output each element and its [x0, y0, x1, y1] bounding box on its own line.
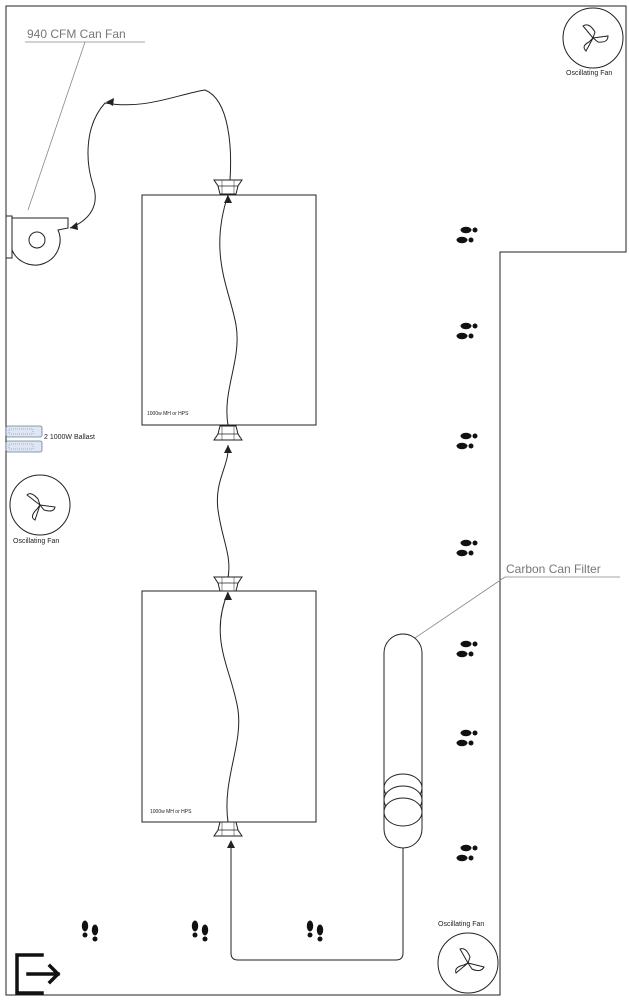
footprints-icon: [456, 844, 478, 862]
duct-arrow-between: [224, 445, 232, 453]
reflector-hood-icon: [213, 821, 243, 837]
footprints-icon: [456, 729, 478, 747]
reflector-hood-icon: [213, 576, 243, 592]
duct-line-between-lights: [216, 444, 230, 579]
light-box-top: [141, 194, 317, 426]
reflector-hood-icon: [213, 179, 243, 195]
callout-line-filter: [411, 576, 506, 641]
duct-arrow-light-bottom: [224, 592, 232, 600]
duct-line-can-fan-to-light-top: [69, 89, 232, 229]
footprints-icon: [456, 640, 478, 658]
reflector-hood-icon: [213, 425, 243, 441]
osc-fan-top-right-label: Oscillating Fan: [566, 70, 613, 77]
callout-line-can-fan: [27, 41, 86, 211]
footprints-icon: [456, 539, 478, 557]
footprints-icon: [191, 920, 209, 942]
duct-arrow-head-top: [106, 98, 114, 106]
fan-blade-icon: [437, 932, 499, 994]
carbon-filter-label: Carbon Can Filter: [506, 562, 601, 576]
exit-arrow-icon: [15, 953, 61, 995]
centrifugal-fan-icon: [5, 215, 69, 266]
carbon-filter-icon: [383, 633, 423, 849]
duct-line-light-top: [219, 194, 238, 426]
fan-blade-icon: [9, 474, 71, 536]
osc-fan-bottom-label: Oscillating Fan: [438, 921, 485, 928]
light-bottom-label: 1000w MH or HPS: [150, 809, 192, 815]
footprints-icon: [456, 432, 478, 450]
footprints-icon: [81, 920, 99, 942]
duct-arrow-light-top: [224, 195, 232, 203]
room-wall-outline: [5, 5, 627, 996]
light-top-label: 1000w MH or HPS: [147, 411, 189, 417]
duct-arrow-head-fan: [70, 222, 78, 230]
fan-blade-icon: [562, 7, 624, 69]
ballast-label: 2 1000W Ballast: [44, 434, 95, 441]
osc-fan-left-label: Oscillating Fan: [13, 538, 60, 545]
can-fan-label: 940 CFM Can Fan: [27, 27, 126, 41]
duct-line-light-bottom: [219, 591, 240, 823]
light-box-bottom: [141, 590, 317, 823]
ballast-icon: [5, 425, 43, 453]
footprints-icon: [306, 920, 324, 942]
duct-line-filter-to-light: [230, 842, 404, 961]
duct-arrow-filter: [227, 840, 235, 848]
footprints-icon: [456, 226, 478, 244]
footprints-icon: [456, 322, 478, 340]
